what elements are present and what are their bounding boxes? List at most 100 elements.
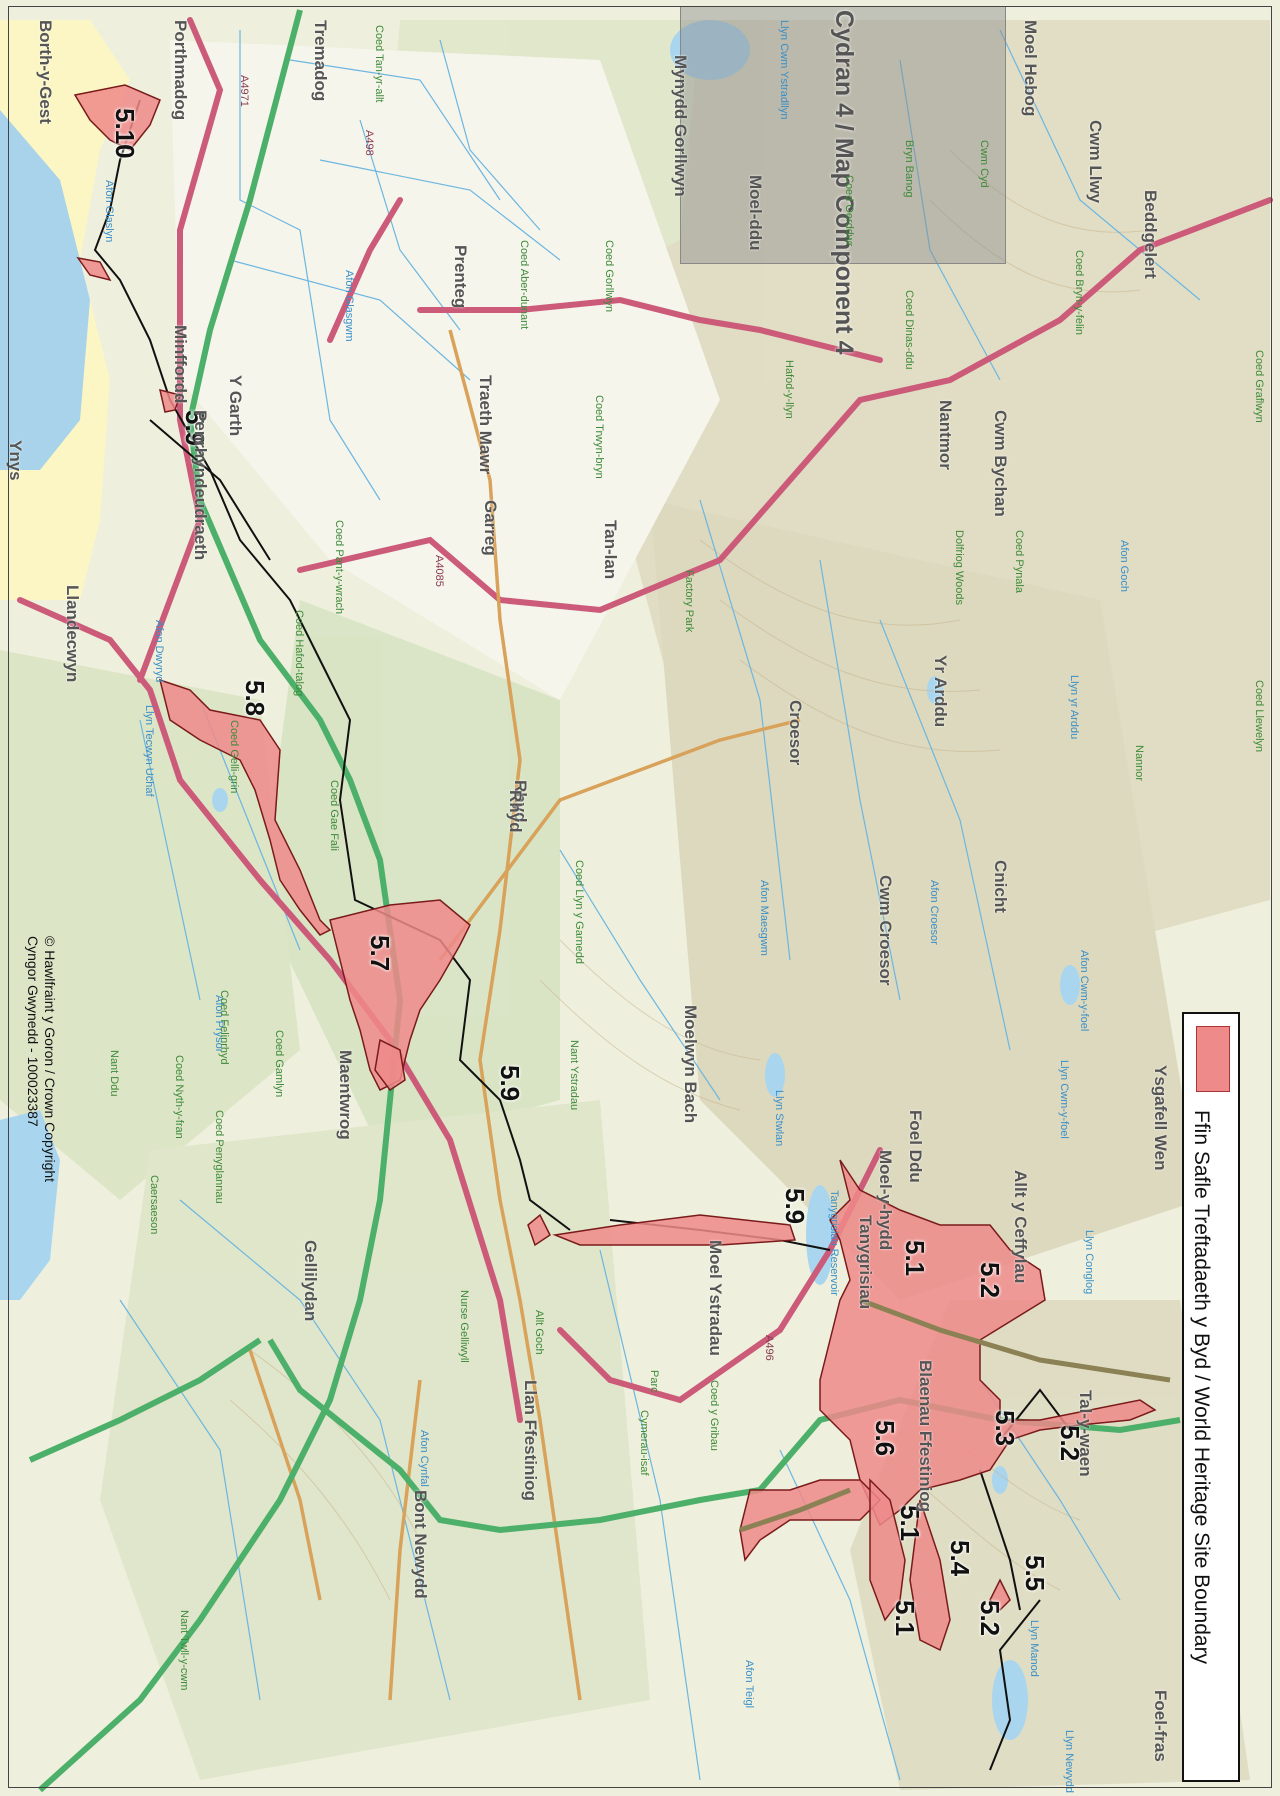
feature-label: Nant Ystradau — [568, 1040, 580, 1111]
place-label: Garreg — [481, 500, 500, 556]
road-label: A496 — [763, 1335, 775, 1361]
feature-label: Coed Dinas-ddu — [903, 290, 915, 370]
place-label: Tremadog — [311, 20, 330, 102]
place-label: Maentwrog — [336, 1050, 355, 1140]
feature-label: Coed Bryn-y-felin — [1073, 250, 1085, 335]
water-label: Afon Croesor — [928, 880, 940, 945]
feature-label: Coed Penyglannau — [213, 1110, 225, 1204]
water-label: Llyn Cwm-y-foel — [1058, 1060, 1070, 1139]
feature-label: Hafod-y-llyn — [783, 360, 795, 419]
place-label: Mynydd Gorllwyn — [671, 55, 690, 197]
place-label: Yr Arddu — [931, 655, 950, 728]
feature-label: Coed y Gribau — [708, 1380, 720, 1451]
feature-label: Coed Gae Fali — [328, 780, 340, 851]
place-label: Beddgelert — [1141, 190, 1160, 279]
site-label: 5.4 — [945, 1540, 975, 1577]
site-label: 5.9 — [780, 1188, 810, 1225]
feature-label: Nannor — [1133, 745, 1145, 782]
site-label: 5.2 — [975, 1262, 1005, 1299]
main-roads — [17, 17, 1273, 1423]
place-label: Porthmadog — [171, 20, 190, 121]
water-label: Llyn Cwm Ystradllyn — [778, 20, 790, 120]
site-label: 5.6 — [870, 1420, 900, 1457]
feature-label: Factory Park — [683, 570, 695, 633]
water-label: Llyn Conglog — [1083, 1230, 1095, 1295]
place-label: Moel Ystradau — [706, 1240, 725, 1356]
water-label: Afon Goch — [1118, 540, 1130, 592]
water-label: Afon Teigl — [743, 1660, 755, 1709]
road-label: A4971 — [238, 75, 250, 107]
feature-label: Coed Oerddwr — [843, 175, 855, 247]
water-label: Afon Cynfal — [418, 1430, 430, 1487]
blaenau-road — [859, 1297, 1171, 1383]
place-label: Bont Newydd — [411, 1490, 430, 1599]
place-label: Nantmor — [936, 400, 955, 470]
legend-swatch — [1196, 1026, 1230, 1092]
feature-label: Coed Pant-y-wrach — [333, 520, 345, 615]
place-label: Traeth Mawr — [476, 375, 495, 475]
place-label: Y Garth — [226, 375, 245, 437]
legend-label: Ffin Safle Treftadaeth y Byd / World Her… — [1190, 1110, 1213, 1665]
place-label: Moelwyn Bach — [681, 1005, 700, 1124]
inset-map-box — [680, 6, 1006, 264]
site-label: 5.10 — [110, 108, 140, 159]
feature-label: Dolfriog Woods — [953, 530, 965, 605]
place-label: Cnicht — [991, 860, 1010, 913]
place-label: Blaenau Ffestiniog — [916, 1360, 935, 1513]
place-label: Moel-ddu — [746, 175, 765, 251]
place-label: Ynys — [6, 440, 25, 481]
water-label: Afon Glasgwm — [343, 270, 355, 342]
feature-label: Coed Llyn y Garnedd — [573, 860, 585, 964]
site-label: 5.3 — [990, 1410, 1020, 1447]
place-label: Foel Ddu — [906, 1110, 925, 1183]
place-label: Penrhyndeudraeth — [191, 410, 210, 561]
road-label: A498 — [363, 130, 375, 156]
site-label: 5.8 — [240, 680, 270, 717]
place-label: Cwm Llwy — [1086, 120, 1105, 204]
water-label: Llyn Stwlan — [773, 1090, 785, 1147]
place-label: Minffordd — [171, 325, 190, 404]
water-label: Afon Glaslyn — [103, 180, 115, 243]
road-label: A4085 — [433, 555, 445, 587]
place-label: Tal-y-waen — [1076, 1390, 1095, 1477]
feature-label: Cymerau-isaf — [638, 1410, 650, 1476]
place-label: Llan Ffestiniog — [521, 1380, 540, 1501]
water-label: Llyn Newydd — [1063, 1730, 1075, 1793]
water-label: Tanygrisiau Reservoir — [828, 1190, 840, 1296]
place-label: Llandecwyn — [63, 585, 82, 683]
feature-label: Coed Hafod-talog — [293, 610, 305, 697]
feature-label: Coed Tan-yr-allt — [373, 25, 385, 103]
place-label: Tan-lan — [601, 520, 620, 580]
feature-label: Coed Llewelyn — [1253, 680, 1265, 753]
place-label: Rhyd — [506, 790, 525, 833]
site-label: 5.9 — [495, 1065, 525, 1102]
place-label: Cwm Croesor — [876, 875, 895, 986]
feature-label: Coed Nyth-y-fran — [173, 1055, 185, 1139]
place-label: Foel-fras — [1151, 1690, 1170, 1762]
water-label: Llyn Tecwyn Uchaf — [143, 705, 155, 797]
place-label: Borth-y-Gest — [36, 20, 55, 124]
place-label: Gellilydan — [301, 1240, 320, 1322]
feature-label: Coed Trwyn-bryn — [593, 395, 605, 479]
sea — [0, 110, 90, 470]
place-label: Croesor — [786, 700, 805, 766]
feature-label: Cwm Cyd — [978, 140, 990, 188]
lake-trawsfynydd — [0, 1110, 60, 1300]
feature-label: Nant Twll-y-cwm — [178, 1610, 190, 1691]
feature-label: Coed Felinrhyd — [218, 990, 230, 1065]
legend: Ffin Safle Treftadaeth y Byd / World Her… — [1182, 1012, 1240, 1782]
valley-floor — [170, 40, 720, 700]
feature-label: Bryn Banog — [903, 140, 915, 198]
feature-label: Allt Goch — [533, 1310, 545, 1355]
site-label: 5.1 — [900, 1240, 930, 1277]
site-label: 5.2 — [975, 1600, 1005, 1637]
blaenau-road-2 — [739, 1487, 851, 1533]
feature-label: Nant Ddu — [108, 1050, 120, 1097]
place-label: Ysgafell Wen — [1151, 1065, 1170, 1171]
minor-roads — [248, 329, 801, 1701]
feature-label: Nurse Gelliwyll — [458, 1290, 470, 1363]
place-label: Cwm Bychan — [991, 410, 1010, 517]
water-label: Afon Cwm-y-foel — [1078, 950, 1090, 1032]
